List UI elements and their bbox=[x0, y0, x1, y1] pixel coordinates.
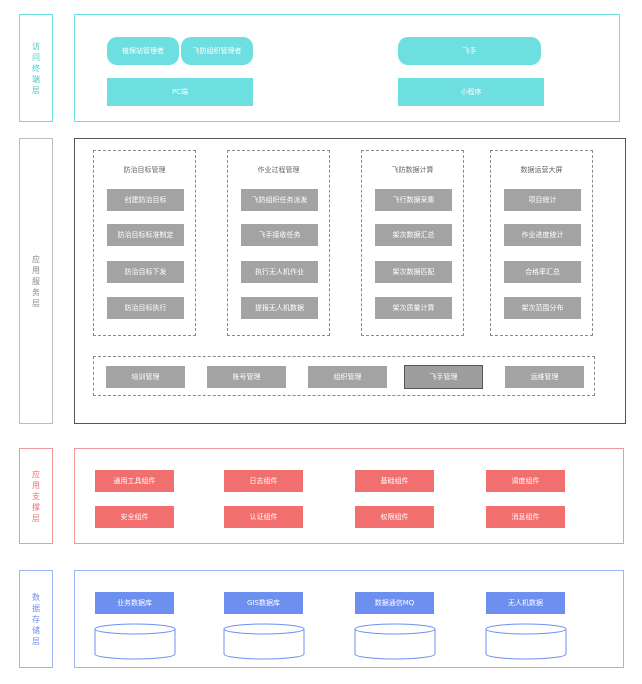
storage-item: 数据通信MQ bbox=[355, 592, 434, 614]
role-plant-station-manager: 植保站管理者 bbox=[107, 37, 179, 65]
access-layer-panel: 植保站管理者 飞防组织管理者 PC端 飞手 小程序 bbox=[74, 14, 620, 122]
column-title: 防治目标管理 bbox=[123, 166, 166, 174]
support-component: 通用工具组件 bbox=[95, 470, 174, 492]
mgmt-item: 培训管理 bbox=[106, 366, 185, 388]
support-component: 认证组件 bbox=[224, 506, 303, 528]
service-layer-panel: 防治目标管理 创建防治目标 防治目标标准制定 防治目标下发 防治目标执行 作业过… bbox=[74, 138, 626, 424]
column-title: 作业过程管理 bbox=[257, 166, 300, 174]
support-component: 权限组件 bbox=[355, 506, 434, 528]
service-column-target: 防治目标管理 创建防治目标 防治目标标准制定 防治目标下发 防治目标执行 bbox=[93, 150, 196, 336]
column-title: 飞防数据计算 bbox=[391, 166, 434, 174]
support-layer-panel: 通用工具组件 日志组件 基础组件 调度组件 安全组件 认证组件 权限组件 消息组… bbox=[74, 448, 624, 544]
service-item: 作业进度统计 bbox=[504, 224, 581, 246]
mgmt-item: 账号管理 bbox=[207, 366, 286, 388]
layer-label-support: 应用支撑层 bbox=[19, 448, 53, 544]
service-item: 执行无人机作业 bbox=[241, 261, 318, 283]
layer-label-storage-text: 数据存储层 bbox=[32, 592, 40, 646]
service-item: 防治目标下发 bbox=[107, 261, 184, 283]
client-pc: PC端 bbox=[107, 78, 253, 106]
database-cylinder-icon bbox=[94, 623, 176, 660]
service-item: 创建防治目标 bbox=[107, 189, 184, 211]
client-mini-program: 小程序 bbox=[398, 78, 544, 106]
service-item: 飞防组织任务派发 bbox=[241, 189, 318, 211]
service-item: 架次数据汇总 bbox=[375, 224, 452, 246]
service-item: 飞手接收任务 bbox=[241, 224, 318, 246]
column-title: 数据运营大屏 bbox=[520, 166, 563, 174]
service-item: 合格率汇总 bbox=[504, 261, 581, 283]
mgmt-item-selected: 飞手管理 bbox=[404, 365, 483, 389]
service-item: 架次范围分布 bbox=[504, 297, 581, 319]
storage-item: 业务数据库 bbox=[95, 592, 174, 614]
layer-label-service-text: 应用服务层 bbox=[32, 254, 40, 308]
layer-label-storage: 数据存储层 bbox=[19, 570, 53, 668]
support-component: 安全组件 bbox=[95, 506, 174, 528]
layer-label-support-text: 应用支撑层 bbox=[32, 469, 40, 523]
layer-label-access-text: 访问终端层 bbox=[32, 41, 40, 95]
role-flight-org-manager: 飞防组织管理者 bbox=[181, 37, 253, 65]
support-component: 调度组件 bbox=[486, 470, 565, 492]
service-column-dashboard: 数据运营大屏 项目统计 作业进度统计 合格率汇总 架次范围分布 bbox=[490, 150, 593, 336]
mgmt-item: 运维管理 bbox=[505, 366, 584, 388]
service-item: 飞行数据采集 bbox=[375, 189, 452, 211]
storage-item: 无人机数据 bbox=[486, 592, 565, 614]
service-management-row: 培训管理 账号管理 组织管理 飞手管理 运维管理 bbox=[93, 356, 595, 396]
service-item: 项目统计 bbox=[504, 189, 581, 211]
role-pilot: 飞手 bbox=[398, 37, 541, 65]
database-cylinder-icon bbox=[223, 623, 305, 660]
service-item: 架次数据匹配 bbox=[375, 261, 452, 283]
service-item: 架次质量计算 bbox=[375, 297, 452, 319]
service-column-process: 作业过程管理 飞防组织任务派发 飞手接收任务 执行无人机作业 提报无人机数据 bbox=[227, 150, 330, 336]
service-column-calc: 飞防数据计算 飞行数据采集 架次数据汇总 架次数据匹配 架次质量计算 bbox=[361, 150, 464, 336]
support-component: 日志组件 bbox=[224, 470, 303, 492]
service-item: 防治目标执行 bbox=[107, 297, 184, 319]
mgmt-item: 组织管理 bbox=[308, 366, 387, 388]
storage-layer-panel: 业务数据库 GIS数据库 数据通信MQ 无人机数据 bbox=[74, 570, 624, 668]
service-item: 防治目标标准制定 bbox=[107, 224, 184, 246]
database-cylinder-icon bbox=[354, 623, 436, 660]
support-component: 基础组件 bbox=[355, 470, 434, 492]
database-cylinder-icon bbox=[485, 623, 567, 660]
layer-label-access: 访问终端层 bbox=[19, 14, 53, 122]
layer-label-service: 应用服务层 bbox=[19, 138, 53, 424]
storage-item: GIS数据库 bbox=[224, 592, 303, 614]
service-item: 提报无人机数据 bbox=[241, 297, 318, 319]
support-component: 消息组件 bbox=[486, 506, 565, 528]
